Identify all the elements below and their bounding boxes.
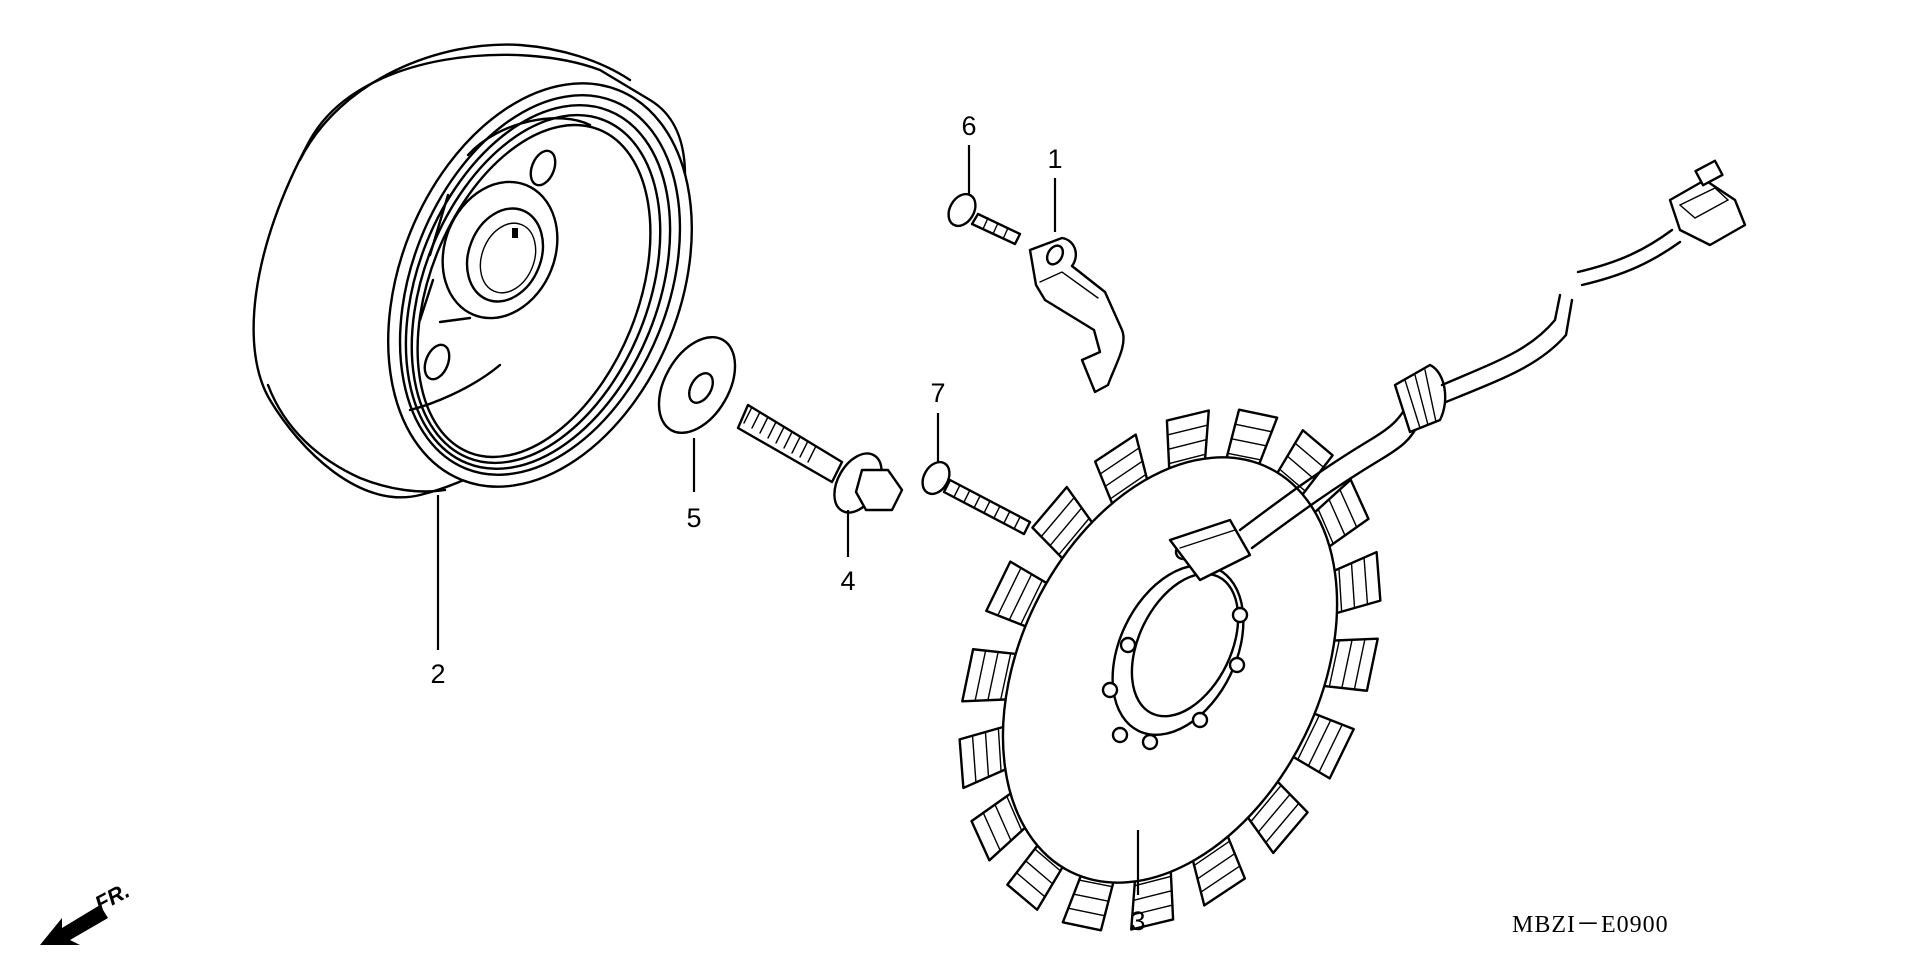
coil-winding-line [1020,581,1043,624]
diagram-code: MBZI－E0900 [1512,912,1669,938]
coil-winding-line [1049,507,1082,546]
coil-winding-line [1169,453,1205,465]
bracket [1028,178,1125,394]
callout-7: 7 [930,378,945,408]
coil-winding-line [1339,489,1358,528]
coil-winding-line [1110,474,1146,499]
callout-4: 4 [840,566,855,596]
coil-winding-line [1000,654,1012,699]
coil-winding-line [1073,893,1109,902]
coil-winding-line [1353,639,1366,690]
coil-winding-line [994,804,1012,841]
coil-winding-line [1133,890,1172,901]
coil-winding-line [1251,785,1281,822]
coil-winding-line [1059,518,1089,555]
front-direction-arrow-icon: FR. [40,878,134,945]
coil-winding-line [1265,803,1300,843]
coil-winding-line [1328,641,1340,686]
coil-winding-line [1318,724,1343,773]
coil-winding-line [1328,499,1346,536]
coil-winding-line [1231,438,1267,447]
coil-winding-line [1308,720,1331,766]
callout-1: 1 [1047,144,1062,174]
callout-6: 6 [961,111,976,141]
coil-winding-line [1341,640,1353,688]
washer [657,336,737,492]
coil-winding-line [1168,439,1207,450]
coil-winding-line [1197,853,1235,879]
coil-winding-line [1294,442,1324,468]
flange-bolt [736,403,904,557]
coil-winding-line [1200,865,1241,893]
coil-winding-line [1338,569,1343,611]
coil-winding-line [1297,716,1320,759]
coil-winding-line [997,729,1002,771]
callout-3: 3 [1130,906,1145,936]
coil-winding-line [1363,557,1369,605]
coil-winding-line [1132,904,1173,916]
stator-assembly [958,159,1747,932]
coil-winding-line [1079,879,1112,888]
coil-winding-line [1167,424,1208,436]
callout-2: 2 [430,659,445,689]
coil-winding-line [971,735,977,783]
coil-winding-line [997,567,1022,616]
coil-winding-line [1194,841,1230,866]
coil-winding-line [987,652,999,700]
callout-5: 5 [686,503,701,533]
socket-bolt [947,145,1022,246]
coil-winding-line [1067,907,1106,917]
coil-winding-line [982,812,1001,851]
coil-winding-line [1234,423,1273,433]
coil-winding-line [1009,574,1032,620]
coil-winding-line [1006,796,1022,831]
coil-winding-line [1016,872,1046,898]
coil-winding-line [1287,455,1315,480]
coil-winding-line [1228,452,1261,461]
coil-winding-line [1258,794,1291,833]
coil-winding-line [974,650,987,701]
socket-bolt-long [921,413,1032,536]
flywheel-rotor [252,43,693,650]
coil-winding-line [1350,563,1356,608]
coil-winding-line [1105,461,1143,487]
coil-winding-line [1025,860,1053,885]
coil-winding-line [1034,848,1061,871]
coil-winding-line [1318,509,1334,544]
coil-winding-line [984,732,990,777]
coil-winding-line [1040,497,1075,537]
coil-winding-line [1099,447,1140,475]
coil-winding-line [1135,875,1171,887]
